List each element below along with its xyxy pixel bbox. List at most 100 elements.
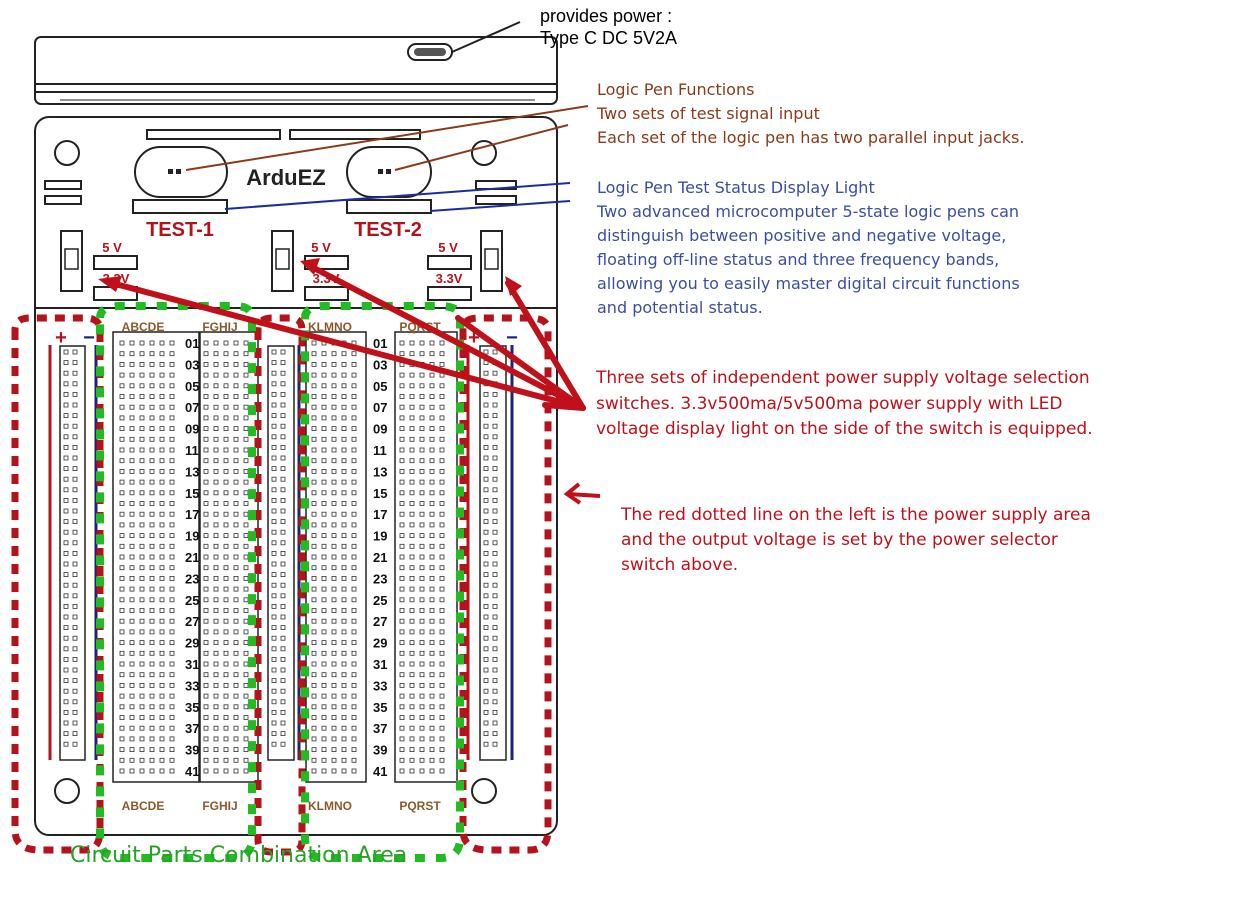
hole xyxy=(213,394,219,399)
hole xyxy=(351,704,357,710)
hole xyxy=(139,458,145,464)
hole xyxy=(429,501,435,506)
hole xyxy=(119,693,125,699)
hole xyxy=(439,683,445,688)
hole xyxy=(129,522,135,528)
hole xyxy=(233,736,239,742)
hole xyxy=(280,529,286,535)
hole xyxy=(341,426,347,432)
hole xyxy=(203,768,209,774)
hole xyxy=(429,597,435,603)
mount-hole-bl xyxy=(54,778,80,804)
hole xyxy=(341,608,347,613)
hole xyxy=(439,522,445,528)
hole xyxy=(233,372,239,378)
power-area-arrow xyxy=(563,482,601,505)
hole xyxy=(483,710,489,715)
hole xyxy=(351,436,357,442)
hole xyxy=(169,447,175,453)
hole xyxy=(271,625,277,630)
hole xyxy=(429,436,435,442)
hole xyxy=(203,618,209,624)
voltage-switch-1 xyxy=(60,230,138,301)
hole xyxy=(233,747,239,752)
hole xyxy=(213,490,219,496)
hole xyxy=(213,479,219,485)
hole xyxy=(439,757,445,763)
hole xyxy=(119,725,125,731)
hole xyxy=(331,522,337,528)
hole xyxy=(399,715,405,720)
hole xyxy=(271,529,277,535)
hole xyxy=(321,736,327,742)
hole xyxy=(429,608,435,613)
hole xyxy=(213,447,219,453)
hole xyxy=(72,699,78,705)
hole xyxy=(139,383,145,389)
power-pointer-line xyxy=(451,21,521,53)
hole xyxy=(409,511,415,517)
hole xyxy=(331,693,337,699)
hole xyxy=(169,715,175,720)
test-2-label: TEST-2 xyxy=(354,219,422,241)
hole xyxy=(243,447,249,453)
hole xyxy=(149,458,155,464)
hole xyxy=(271,551,277,556)
hole xyxy=(419,736,425,742)
hole xyxy=(223,672,229,678)
hole xyxy=(72,593,78,599)
hole xyxy=(119,501,125,506)
hole xyxy=(341,629,347,635)
hole xyxy=(280,540,286,546)
hole xyxy=(63,720,69,726)
hole xyxy=(169,704,175,710)
hole xyxy=(159,533,165,538)
hole xyxy=(129,672,135,678)
hole xyxy=(280,657,286,662)
hole xyxy=(311,554,317,560)
hole xyxy=(233,340,239,346)
hole xyxy=(280,391,286,397)
hole xyxy=(203,693,209,699)
hole xyxy=(63,572,69,577)
hole xyxy=(271,741,277,747)
hole xyxy=(203,372,209,378)
hole xyxy=(492,444,498,450)
hole xyxy=(203,479,209,485)
hole xyxy=(492,604,498,609)
hole xyxy=(341,693,347,699)
hole xyxy=(429,576,435,581)
hole xyxy=(129,565,135,571)
hole xyxy=(243,661,249,667)
hole xyxy=(149,479,155,485)
hole xyxy=(341,404,347,410)
hole xyxy=(331,383,337,389)
hole xyxy=(321,768,327,774)
hole xyxy=(483,444,489,450)
hole xyxy=(63,646,69,652)
hole xyxy=(341,768,347,774)
hole xyxy=(159,618,165,624)
hole xyxy=(203,608,209,613)
hole xyxy=(409,715,415,720)
hole xyxy=(233,629,239,635)
hole xyxy=(243,511,249,517)
hole xyxy=(399,394,405,399)
hole xyxy=(409,757,415,763)
hole xyxy=(72,476,78,482)
hole xyxy=(72,519,78,524)
hole xyxy=(492,572,498,577)
hole xyxy=(331,543,337,549)
hole xyxy=(203,361,209,367)
hole xyxy=(351,693,357,699)
hole xyxy=(341,747,347,752)
hole xyxy=(331,715,337,720)
hole xyxy=(439,747,445,752)
hole xyxy=(331,608,337,613)
hole xyxy=(399,404,405,410)
hole xyxy=(311,522,317,528)
hole xyxy=(223,640,229,645)
hole xyxy=(351,586,357,592)
row-number-left: 03 xyxy=(185,357,199,372)
switch-line-1: Three sets of independent power supply v… xyxy=(596,368,1090,388)
